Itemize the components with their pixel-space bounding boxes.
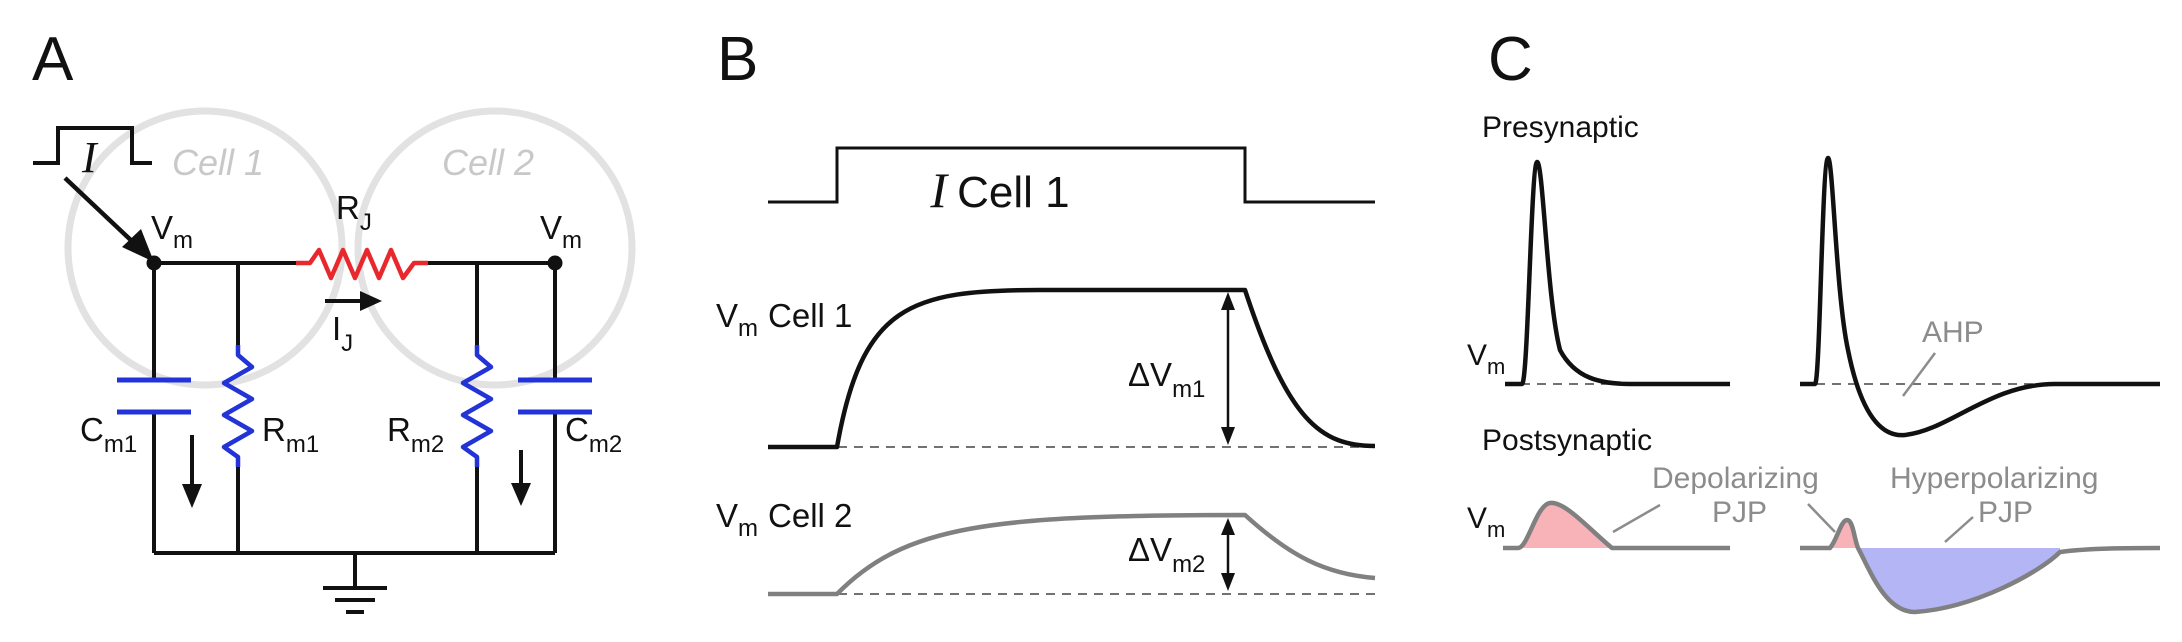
delta-vm2-label: ΔVm2 [1128, 531, 1205, 578]
postsynaptic-label: Postsynaptic [1482, 424, 1652, 457]
vm-label-cell-1: Vm [151, 209, 193, 254]
injection-arrowhead-icon [122, 229, 154, 262]
capacitor-1-current-arrowhead-icon [182, 484, 202, 508]
injection-arrow-icon [63, 176, 138, 247]
hyperpolarizing-pjp-trace [1800, 517, 2161, 615]
rj-label: RJ [336, 189, 372, 236]
vm-trace-cell-1 [768, 287, 1376, 450]
node-2-dot [547, 255, 563, 271]
junction-resistor [296, 247, 428, 281]
panel-a-label: A [32, 25, 74, 94]
cell-1-label: Cell 1 [172, 142, 264, 183]
delta-vm2-arrowhead-top-icon [1221, 518, 1235, 535]
ahp-pointer [1901, 352, 1937, 397]
cm2-label: Cm2 [565, 411, 622, 458]
action-potential-trace-right [1800, 155, 2160, 438]
delta-vm1-arrowhead-bottom-icon [1221, 427, 1235, 445]
panel-a: A Cell 1 Cell 2 I [32, 25, 636, 614]
spikelet-pointer [1807, 503, 1836, 533]
membrane-resistor-1 [221, 345, 255, 467]
hyperpolarizing-label-line-2: PJP [1978, 496, 2033, 529]
current-step-trace [768, 146, 1375, 204]
vm-label-cell-2: Vm [540, 209, 582, 254]
delta-vm1-arrowhead-top-icon [1221, 292, 1235, 310]
depolarizing-pointer [1612, 503, 1661, 534]
vm-label-postsynaptic: Vm [1467, 502, 1505, 542]
cell-2-outline [354, 107, 636, 389]
presynaptic-label: Presynaptic [1482, 111, 1639, 144]
ground-icon [323, 586, 387, 614]
action-potential-trace-left [1505, 159, 1730, 387]
current-symbol-a: I [81, 133, 99, 182]
delta-vm1-label: ΔVm1 [1128, 356, 1205, 403]
membrane-capacitor-1 [117, 377, 191, 415]
membrane-resistor-2 [460, 345, 494, 467]
current-pulse-icon [33, 126, 152, 165]
ahp-label: AHP [1922, 316, 1984, 349]
hyperpolarizing-pjp-fill [1858, 548, 2060, 612]
rm2-label: Rm2 [387, 411, 444, 458]
rm1-label: Rm1 [262, 411, 319, 458]
cell-2-label: Cell 2 [442, 142, 534, 183]
cm1-label: Cm1 [80, 411, 137, 458]
panel-c: C Presynaptic Vm AHP Postsynaptic Vm Dep… [1467, 25, 2161, 615]
vm-label-presynaptic: Vm [1467, 339, 1505, 379]
panel-c-label: C [1488, 25, 1533, 94]
panel-b-label: B [717, 25, 758, 94]
delta-vm2-arrowhead-bottom-icon [1221, 573, 1235, 591]
depolarizing-label-line-1: Depolarizing [1652, 462, 1819, 495]
capacitor-2-current-arrowhead-icon [511, 483, 531, 506]
hyperpolarizing-pointer [1944, 516, 1974, 543]
depolarizing-label-line-2: PJP [1712, 496, 1767, 529]
hyperpolarizing-label-line-1: Hyperpolarizing [1890, 462, 2098, 495]
depolarizing-pjp-fill [1518, 502, 1612, 548]
circuit-wires [152, 261, 557, 588]
ij-label: IJ [332, 310, 353, 357]
junction-current-arrowhead-icon [360, 291, 382, 311]
depolarizing-pjp-trace [1503, 500, 1730, 551]
node-1-dot [146, 255, 162, 271]
membrane-capacitor-2 [518, 377, 592, 415]
vm-trace-cell-2 [768, 512, 1376, 597]
